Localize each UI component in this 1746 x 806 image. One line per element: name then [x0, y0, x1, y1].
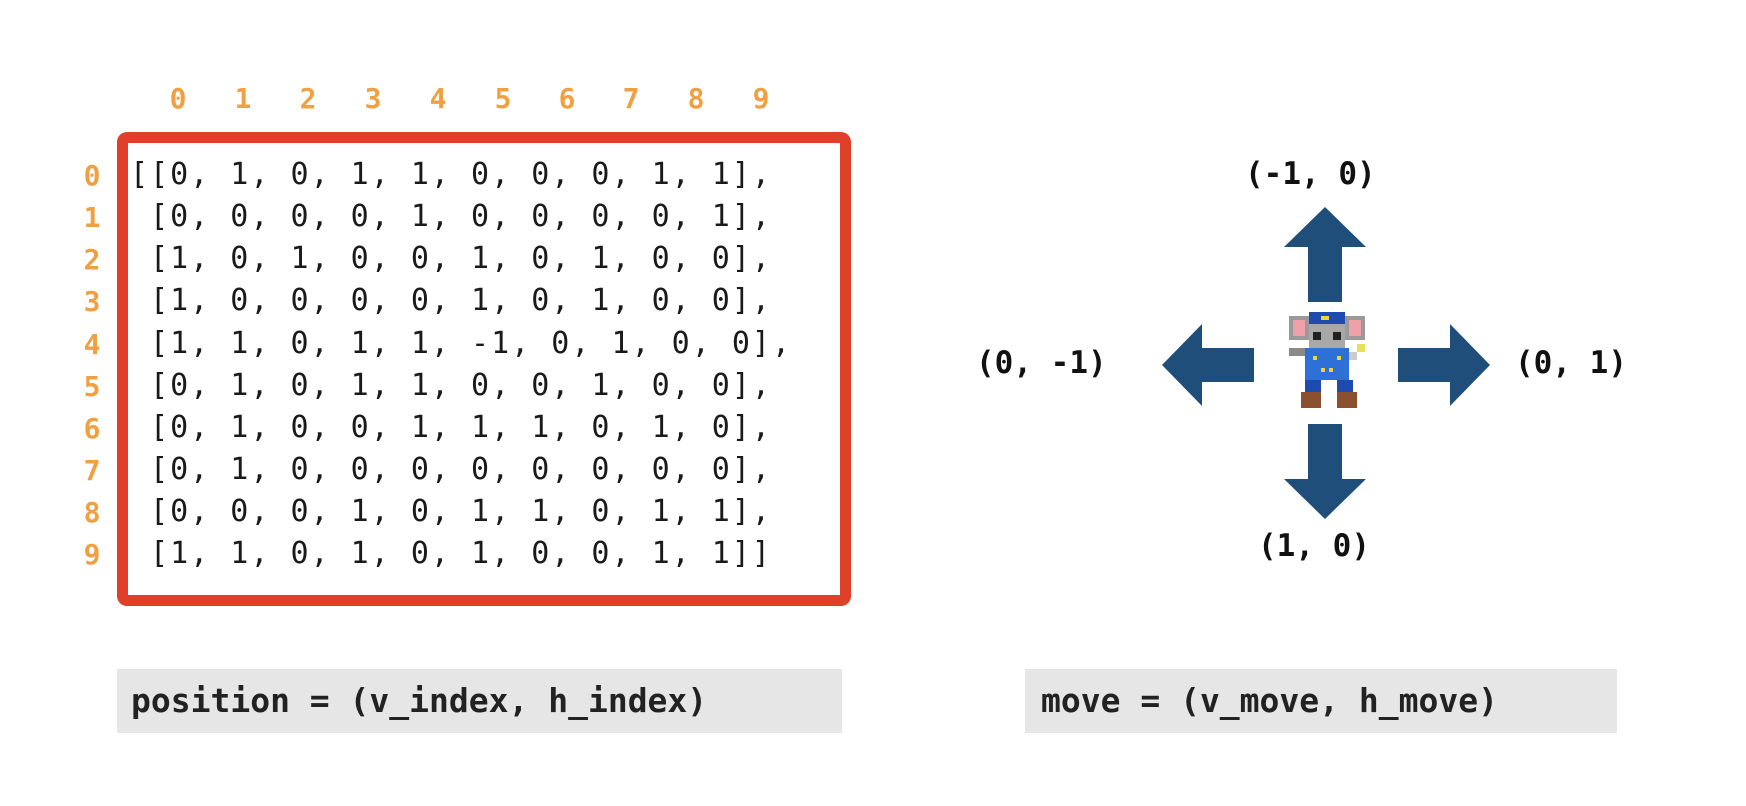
row-label-7: 7: [78, 454, 106, 487]
column-label-1: 1: [223, 82, 263, 115]
matrix-row-6: [0, 1, 0, 0, 1, 1, 1, 0, 1, 0],: [130, 410, 772, 445]
move-label-left: (0, -1): [976, 345, 1107, 381]
matrix-row-3: [1, 0, 0, 0, 0, 1, 0, 1, 0, 0],: [130, 283, 772, 318]
arrow-left-icon: [1162, 324, 1254, 406]
column-label-7: 7: [611, 82, 651, 115]
move-label-right: (0, 1): [1515, 345, 1627, 381]
row-label-6: 6: [78, 412, 106, 445]
matrix-row-0: [[0, 1, 0, 1, 1, 0, 0, 0, 1, 1],: [130, 157, 772, 192]
matrix-row-7: [0, 1, 0, 0, 0, 0, 0, 0, 0, 0],: [130, 452, 772, 487]
row-label-1: 1: [78, 201, 106, 234]
move-label-up: (-1, 0): [1245, 156, 1376, 192]
matrix-row-8: [0, 0, 0, 1, 0, 1, 1, 0, 1, 1],: [130, 494, 772, 529]
arrow-up-icon: [1284, 207, 1366, 302]
column-label-2: 2: [288, 82, 328, 115]
move-label-down: (1, 0): [1258, 528, 1370, 564]
matrix-row-2: [1, 0, 1, 0, 0, 1, 0, 1, 0, 0],: [130, 241, 772, 276]
column-label-3: 3: [353, 82, 393, 115]
matrix-row-5: [0, 1, 0, 1, 1, 0, 0, 1, 0, 0],: [130, 368, 772, 403]
arrow-down-icon: [1284, 424, 1366, 519]
matrix-row-9: [1, 1, 0, 1, 0, 1, 0, 0, 1, 1]]: [130, 536, 772, 571]
column-label-5: 5: [483, 82, 523, 115]
mouse-character-icon: [1285, 312, 1373, 412]
row-label-8: 8: [78, 496, 106, 529]
row-label-3: 3: [78, 285, 106, 318]
matrix-row-1: [0, 0, 0, 0, 1, 0, 0, 0, 0, 1],: [130, 199, 772, 234]
arrow-right-icon: [1398, 324, 1490, 406]
row-label-9: 9: [78, 538, 106, 571]
row-label-0: 0: [78, 159, 106, 192]
column-label-4: 4: [418, 82, 458, 115]
row-label-5: 5: [78, 370, 106, 403]
column-label-6: 6: [547, 82, 587, 115]
column-label-8: 8: [676, 82, 716, 115]
position-caption: position = (v_index, h_index): [117, 669, 842, 733]
matrix-row-4: [1, 1, 0, 1, 1, -1, 0, 1, 0, 0],: [130, 326, 792, 361]
column-label-0: 0: [158, 82, 198, 115]
row-label-2: 2: [78, 243, 106, 276]
row-label-4: 4: [78, 328, 106, 361]
move-caption: move = (v_move, h_move): [1025, 669, 1617, 733]
column-label-9: 9: [741, 82, 781, 115]
